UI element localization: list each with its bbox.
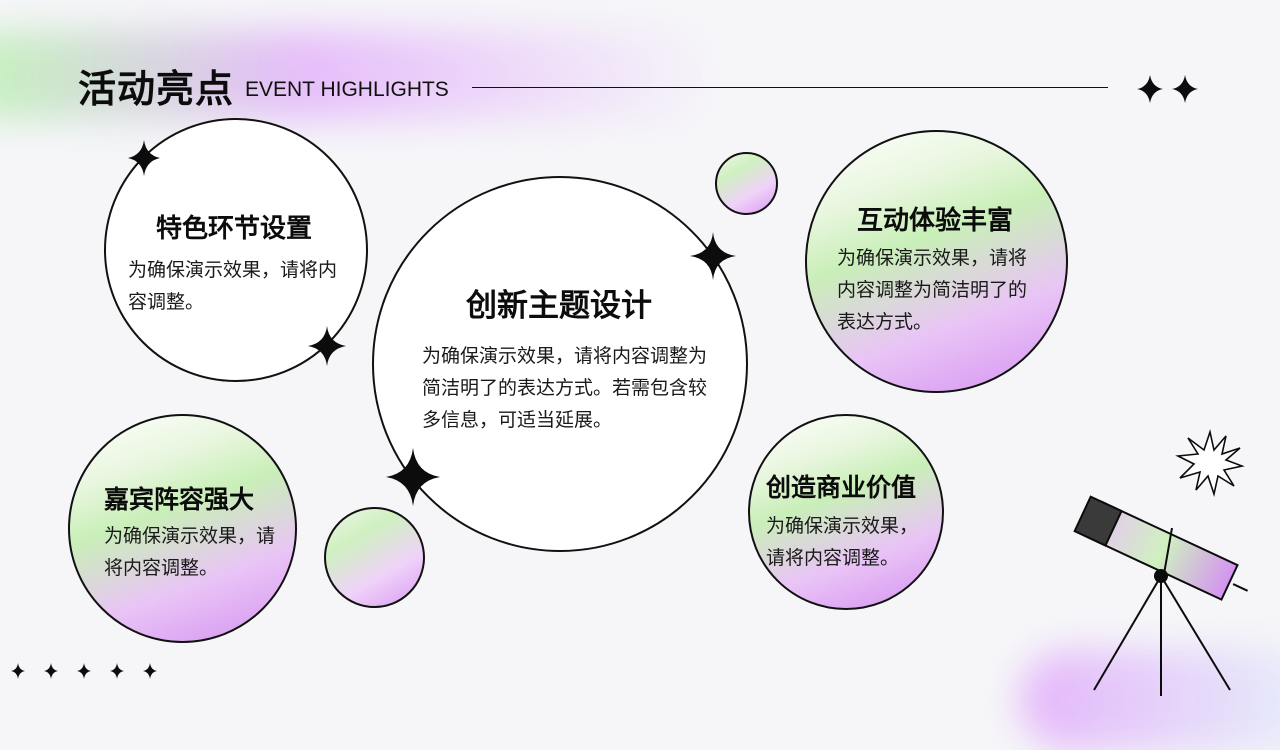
- card-interact: 互动体验丰富 为确保演示效果，请将内容调整为简洁明了的表达方式。: [805, 130, 1068, 393]
- page-title: 活动亮点: [78, 67, 235, 111]
- card-interact-text: 为确保演示效果，请将内容调整为简洁明了的表达方式。: [837, 247, 1028, 333]
- sparkle-star-icon: [308, 326, 346, 366]
- card-theme: 创新主题设计 为确保演示效果，请将内容调整为简洁明了的表达方式。若需包含较多信息…: [372, 176, 748, 552]
- card-business-text: 为确保演示效果，请将内容调整。: [766, 515, 919, 569]
- card-theme-text: 为确保演示效果，请将内容调整为简洁明了的表达方式。若需包含较多信息，可适当延展。: [422, 345, 708, 431]
- sparkle-star-icon: [690, 232, 736, 280]
- header-sparkle-icon: [1137, 75, 1198, 103]
- card-business-title: 创造商业价值: [766, 473, 917, 502]
- star-row-icon: [11, 663, 157, 679]
- card-guests: 嘉宾阵容强大 为确保演示效果，请将内容调整。: [68, 414, 297, 643]
- decor-bubble-top: [715, 152, 778, 215]
- page-subtitle: EVENT HIGHLIGHTS: [245, 78, 449, 101]
- card-theme-title: 创新主题设计: [466, 288, 652, 324]
- sparkle-star-icon: [386, 448, 440, 506]
- header-divider: [472, 87, 1108, 88]
- card-guests-text: 为确保演示效果，请将内容调整。: [104, 525, 276, 579]
- card-feature-text: 为确保演示效果，请将内容调整。: [128, 259, 338, 313]
- telescope-icon: [1073, 495, 1249, 696]
- card-interact-title: 互动体验丰富: [857, 206, 1014, 236]
- decor-bubble-bottom: [324, 507, 425, 608]
- sparkle-star-icon: [128, 140, 160, 176]
- card-guests-title: 嘉宾阵容强大: [104, 485, 255, 514]
- card-feature-title: 特色环节设置: [156, 214, 313, 244]
- card-business: 创造商业价值 为确保演示效果，请将内容调整。: [748, 414, 944, 610]
- starburst-icon: [1175, 429, 1245, 497]
